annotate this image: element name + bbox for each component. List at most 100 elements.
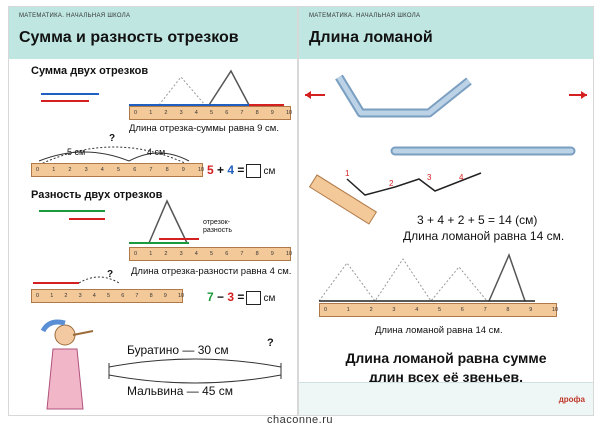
ruler-number: 7 [240, 110, 244, 116]
marker-1: 1 [345, 169, 350, 178]
ruler-number: 4 [92, 293, 96, 299]
compass-zigzag [318, 252, 535, 302]
ruler-number: 5 [438, 307, 442, 313]
ruler-caption: Длина ломаной равна 14 см. [375, 325, 503, 336]
polyline-on-ruler [308, 172, 482, 225]
ruler: 0 1 2 3 4 5 6 7 8 9 10 [129, 247, 293, 261]
answer-box [246, 290, 262, 305]
question-mark: ? [267, 337, 274, 349]
diff-heading: Разность двух отрезков [31, 189, 163, 201]
ruler-number: 10 [286, 110, 293, 116]
ruler-number: 2 [369, 307, 373, 313]
marker-2: 2 [389, 179, 394, 188]
ruler-number: 2 [64, 293, 68, 299]
diff-arc-diagram [33, 276, 120, 284]
sum-heading: Сумма двух отрезков [31, 65, 149, 77]
ruler-number: 3 [179, 110, 183, 116]
ruler-number: 0 [134, 110, 138, 116]
left-page: МАТЕМАТИКА. НАЧАЛЬНАЯ ШКОЛА Сумма и разн… [8, 6, 298, 416]
ruler-number: 0 [36, 293, 40, 299]
sum-illustration [41, 69, 284, 106]
ruler-number: 1 [149, 251, 153, 257]
diff-illustration [39, 199, 199, 244]
ruler-number: 10 [552, 307, 559, 313]
imprint-strip: дрофа [299, 382, 593, 415]
compare-arcs [108, 358, 282, 384]
ruler-number: 7 [483, 307, 487, 313]
ruler-number: 8 [255, 110, 259, 116]
ruler-number: 8 [255, 251, 259, 257]
seg1-label: 5 см [67, 147, 86, 157]
ruler-number: 6 [121, 293, 125, 299]
ruler-number: 7 [149, 167, 153, 173]
marker-4: 4 [459, 173, 464, 182]
rule-line-1: Длина ломаной равна сумме [345, 350, 547, 366]
ruler-number: 2 [68, 167, 72, 173]
sum-arc-diagram [38, 146, 190, 166]
answer-box [246, 163, 262, 178]
hinged-polyline-illustration [305, 74, 587, 156]
ruler-number: 9 [529, 307, 533, 313]
compass-icon [208, 69, 250, 106]
malvina-label: Мальвина — 45 см [127, 384, 234, 398]
right-page: МАТЕМАТИКА. НАЧАЛЬНАЯ ШКОЛА Длина ломано… [298, 6, 594, 416]
ruler-number: 9 [163, 293, 167, 299]
ruler-number: 10 [198, 167, 205, 173]
ruler-number: 2 [164, 251, 168, 257]
ruler-number: 5 [210, 251, 214, 257]
ruler-number: 3 [179, 251, 183, 257]
diff-caption: Длина отрезка-разности равна 4 см. [131, 266, 292, 277]
compass-icon [488, 252, 526, 302]
ruler-number: 7 [240, 251, 244, 257]
characters-illustration [40, 319, 94, 410]
ruler-number: 3 [84, 167, 88, 173]
ruler-number: 6 [133, 167, 137, 173]
header-band [299, 7, 593, 59]
ruler-number: 3 [78, 293, 82, 299]
ruler-number: 4 [415, 307, 419, 313]
question-mark: ? [107, 269, 114, 280]
equation-caption: Длина ломаной равна 14 см. [403, 229, 565, 243]
ruler-number: 0 [324, 307, 328, 313]
ruler-number: 8 [165, 167, 169, 173]
ruler-number: 1 [149, 110, 153, 116]
header-band [9, 7, 297, 59]
ruler-number: 0 [134, 251, 138, 257]
ruler-number: 2 [164, 110, 168, 116]
buratino-label: Буратино — 30 см [127, 343, 229, 357]
ruler-number: 6 [225, 110, 229, 116]
seg2-label: 4 см [147, 147, 166, 157]
series-label: МАТЕМАТИКА. НАЧАЛЬНАЯ ШКОЛА [19, 13, 131, 19]
ruler-number: 9 [181, 167, 185, 173]
ruler-number: 1 [52, 167, 56, 173]
ruler-number: 5 [210, 110, 214, 116]
ruler-number: 10 [286, 251, 293, 257]
ruler-number: 9 [270, 251, 274, 257]
page-title: Длина ломаной [309, 29, 433, 46]
diff-note: отрезок-разность [203, 219, 233, 234]
ruler-number: 8 [506, 307, 510, 313]
ruler-number: 4 [194, 251, 198, 257]
rule-line-2: длин всех её звеньев. [368, 369, 524, 385]
ruler-number: 5 [117, 167, 121, 173]
equation: 3 + 4 + 2 + 5 = 14 (см) [417, 213, 538, 227]
ruler-number: 4 [100, 167, 104, 173]
ruler: 0 1 2 3 4 5 6 7 8 9 10 [31, 289, 185, 303]
sum-caption: Длина отрезка-суммы равна 9 см. [129, 123, 279, 134]
diff-equation: 7 − 3 =см [207, 290, 276, 305]
marker-3: 3 [427, 173, 432, 182]
ruler-number: 7 [135, 293, 139, 299]
ruler-number: 6 [225, 251, 229, 257]
ruler-number: 8 [149, 293, 153, 299]
ruler-number: 5 [107, 293, 111, 299]
ruler-number: 6 [460, 307, 464, 313]
ruler-number: 10 [178, 293, 185, 299]
ruler-number: 9 [270, 110, 274, 116]
ruler-number: 1 [50, 293, 54, 299]
compass-path [158, 76, 206, 106]
ruler-number: 3 [392, 307, 396, 313]
compass-icon [148, 199, 188, 244]
page-title: Сумма и разность отрезков [19, 29, 239, 46]
